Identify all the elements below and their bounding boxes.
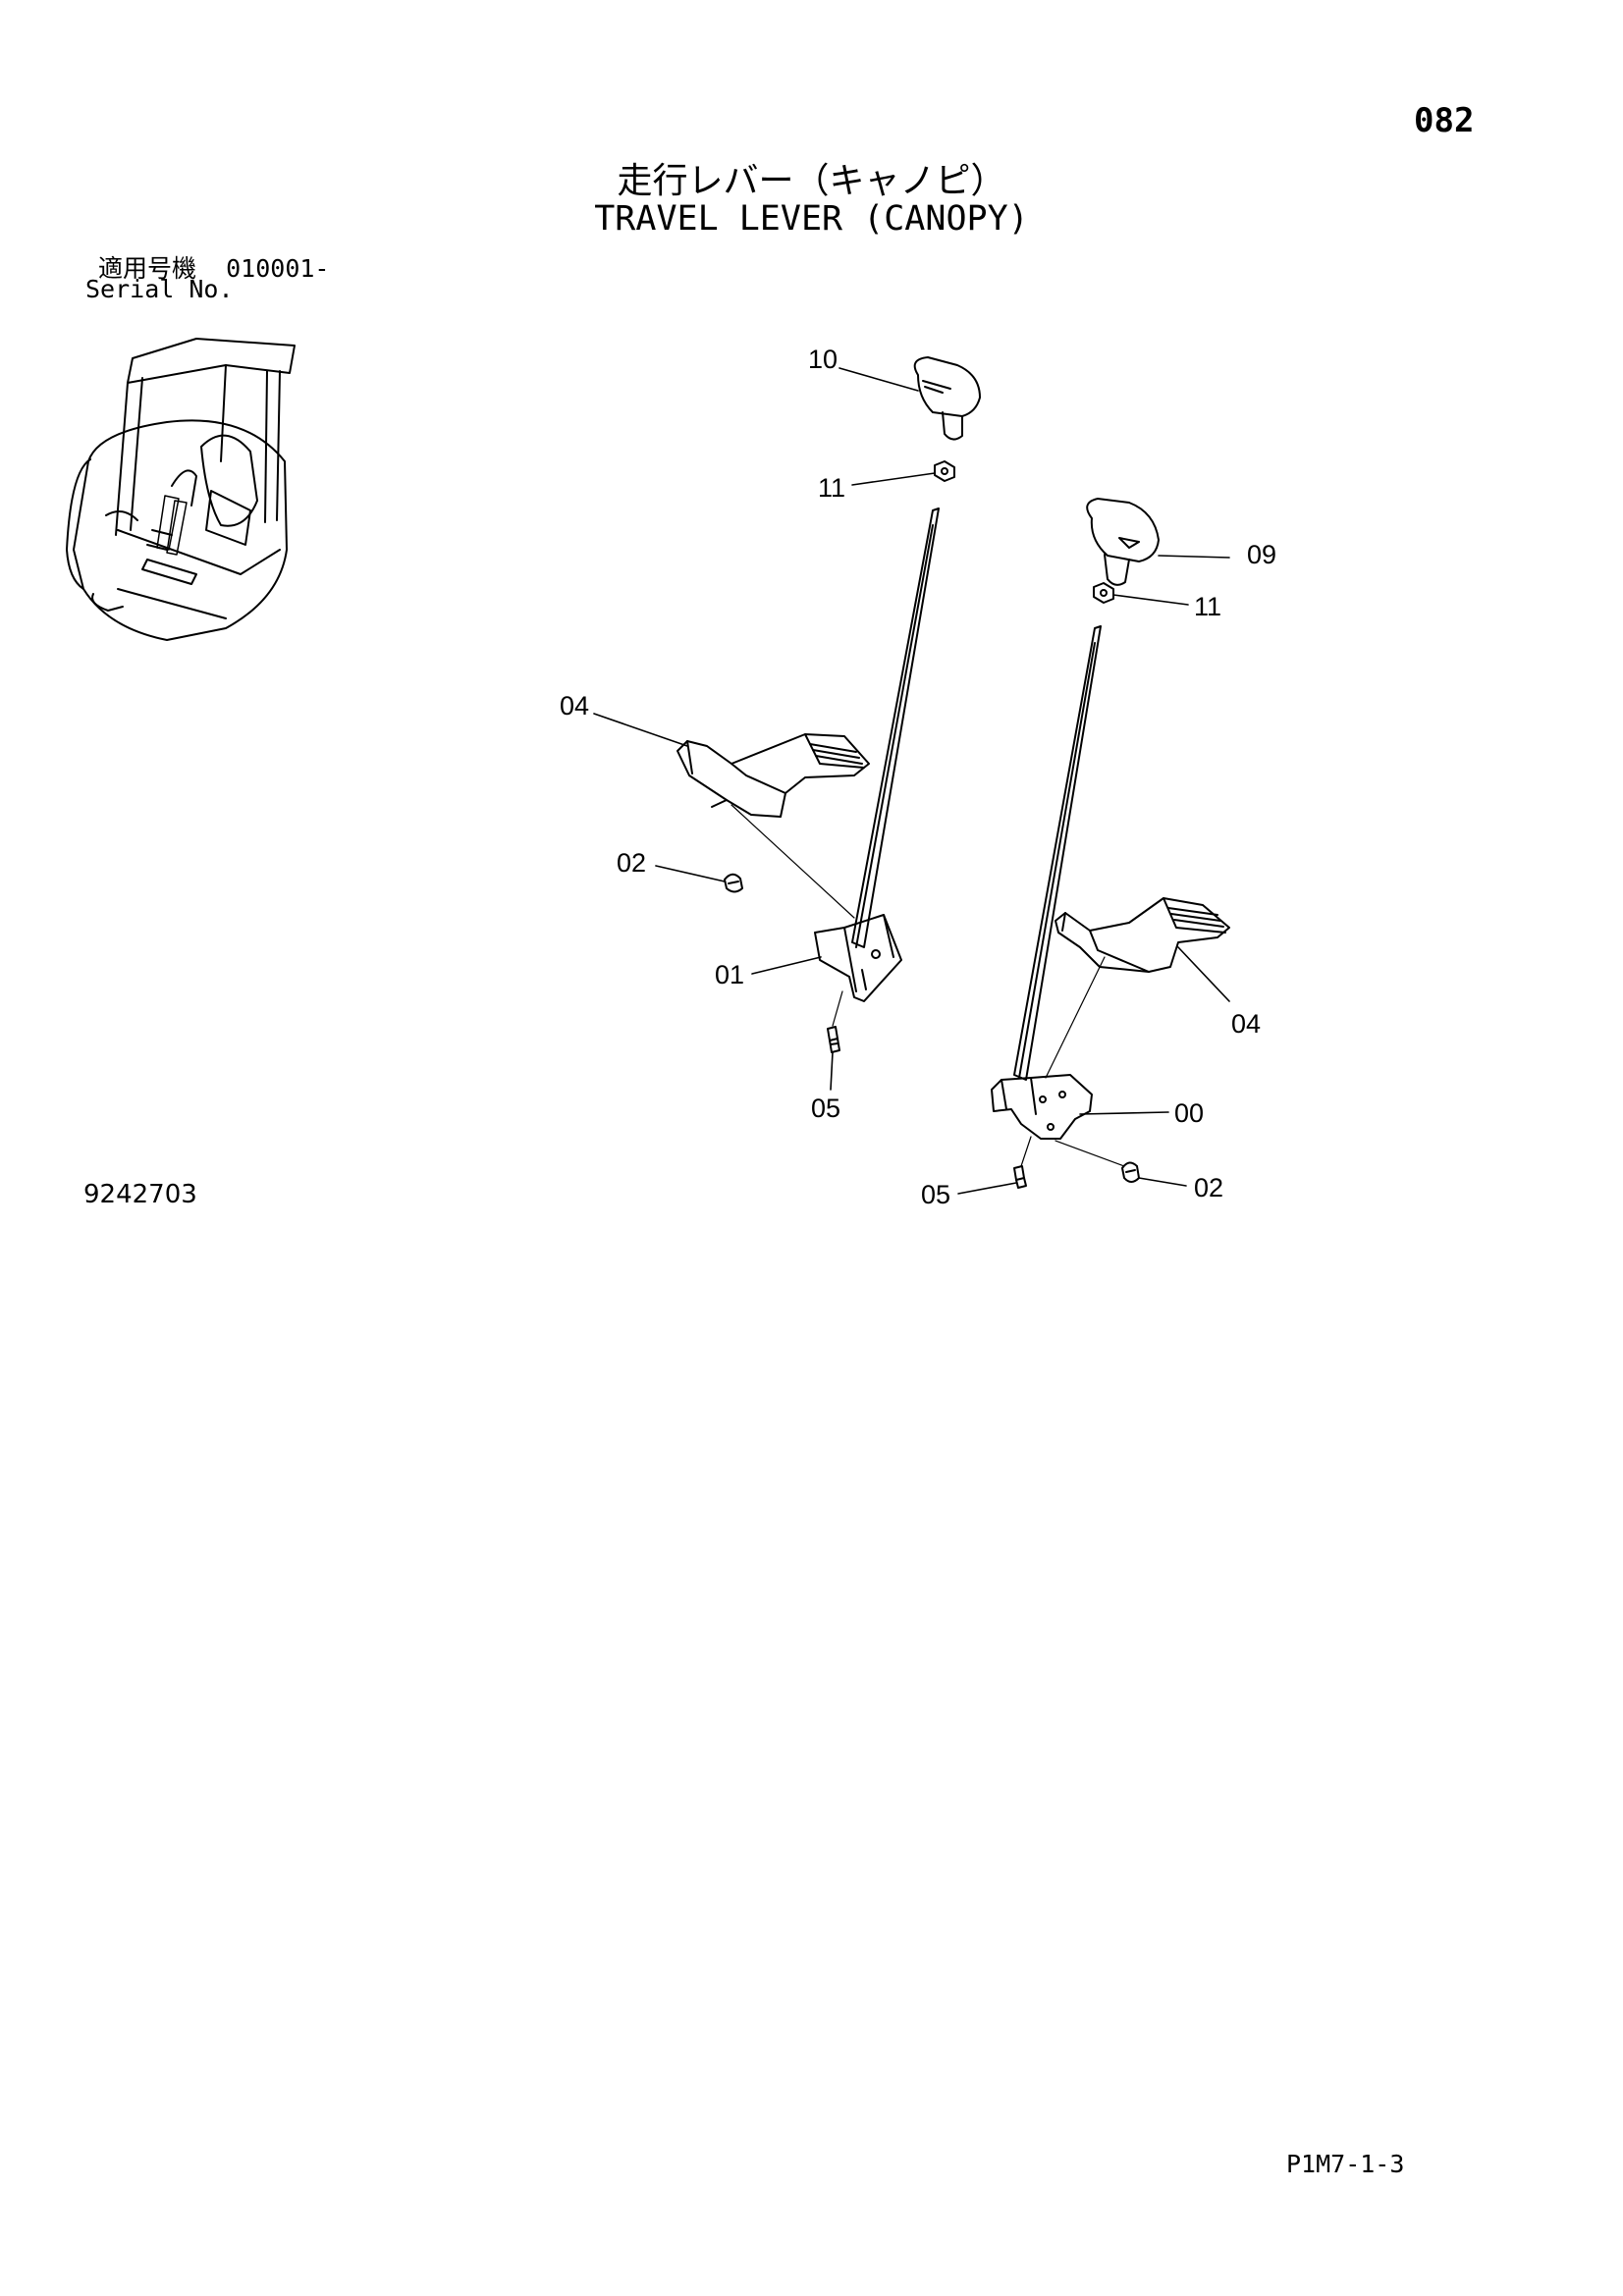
right-plug — [1121, 1161, 1140, 1183]
left-bracket — [814, 914, 902, 1002]
callout-right-knob: 09 — [1247, 540, 1276, 569]
callout-right-plug: 02 — [1194, 1173, 1223, 1202]
right-pedal — [1055, 897, 1230, 973]
right-knob — [1086, 498, 1160, 586]
callout-left-pedal: 04 — [560, 691, 589, 721]
title-japanese: 走行レバー（キャノピ） — [617, 161, 1006, 201]
serial-label-jp: 適用号機 — [98, 254, 197, 283]
callout-left-knob: 10 — [808, 345, 838, 374]
serial-label-en: Serial No. — [85, 275, 234, 303]
left-nut — [934, 460, 955, 482]
left-plug — [724, 873, 743, 893]
page-code: P1M7-1-3 — [1286, 2150, 1405, 2178]
callout-left-bolt: 05 — [811, 1094, 840, 1123]
title-english: TRAVEL LEVER (CANOPY) — [594, 199, 1029, 239]
callout-left-plug: 02 — [617, 848, 646, 878]
left-knob — [913, 356, 981, 441]
cab-locator-thumbnail — [66, 338, 296, 641]
page-number: 082 — [1414, 101, 1475, 140]
left-pedal — [676, 733, 870, 818]
right-nut — [1093, 582, 1114, 604]
serial-applicability: 適用号機 010001- — [98, 249, 329, 285]
callout-right-nut: 11 — [1194, 592, 1221, 621]
left-bolt — [827, 1026, 840, 1053]
right-bolt — [1013, 1165, 1027, 1189]
callout-right-bolt: 05 — [921, 1180, 950, 1209]
left-lever-rod — [851, 507, 940, 948]
callout-right-bracket: 00 — [1174, 1098, 1204, 1128]
right-lever-rod — [1013, 625, 1102, 1081]
right-bracket — [991, 1074, 1093, 1140]
leader-lines — [593, 367, 1230, 1195]
drawing-number: 9242703 — [83, 1180, 197, 1209]
serial-from: 010001- — [226, 254, 330, 283]
callout-left-bracket: 01 — [715, 960, 744, 989]
callout-left-nut: 11 — [818, 473, 845, 503]
callout-right-pedal: 04 — [1231, 1009, 1261, 1039]
